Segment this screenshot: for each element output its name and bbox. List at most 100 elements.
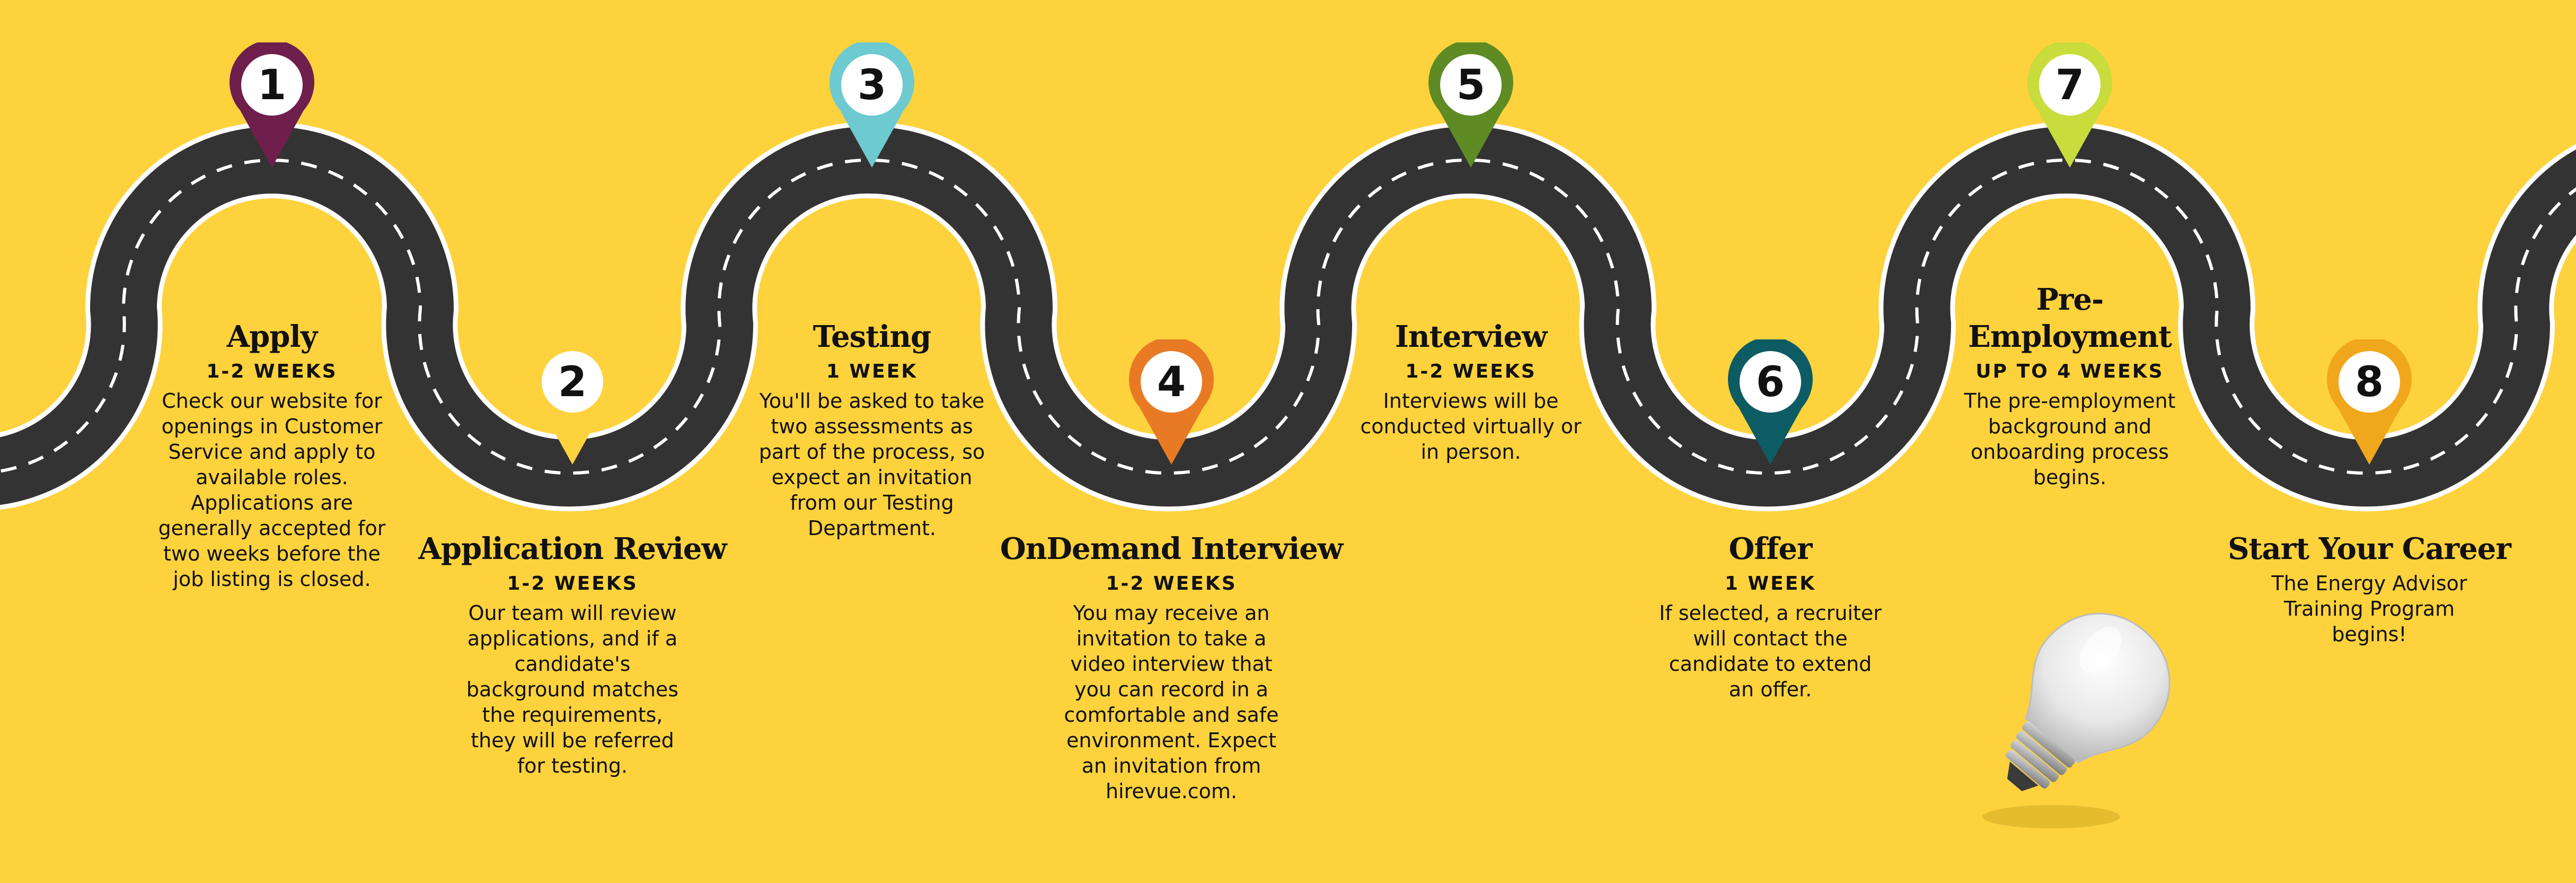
step-8-start-your-career: Start Your Career The Energy Advisor Tra… — [2216, 530, 2523, 647]
step-5-interview: Interview 1-2 WEEKS Interviews will be c… — [1333, 318, 1609, 465]
step-title-line: Offer — [1728, 531, 1812, 566]
description-line: video interview that — [1070, 652, 1273, 676]
road-center-line — [0, 158, 2576, 475]
step-1-apply: Apply 1-2 WEEKS Check our website for op… — [134, 318, 410, 592]
description-line: they will be referred — [471, 729, 674, 752]
step-title-line: Application Review — [418, 531, 727, 566]
step-4-ondemand-interview: OnDemand Interview 1-2 WEEKS You may rec… — [991, 530, 1352, 804]
step-duration: UP TO 4 WEEKS — [1975, 361, 2164, 382]
step-6-offer: Offer 1 WEEK If selected, a recruiter wi… — [1633, 530, 1908, 702]
description-line: The pre-employment — [1964, 389, 2176, 413]
description-line: Applications are — [191, 491, 353, 514]
description-line: Our team will review — [468, 601, 677, 625]
step-title-line: Apply — [226, 319, 318, 354]
description-line: invitation to take a — [1076, 627, 1267, 650]
step-description: The pre-employment background and onboar… — [1932, 388, 2208, 490]
description-line: onboarding process — [1971, 440, 2169, 464]
description-line: Training Program — [2283, 597, 2455, 620]
description-line: candidate's — [514, 652, 631, 676]
description-line: environment. Expect — [1066, 729, 1276, 752]
step-2-application-review: Application Review 1-2 WEEKS Our team wi… — [413, 530, 731, 779]
step-2-marker: 2 — [530, 339, 615, 467]
description-line: from our Testing — [790, 491, 954, 514]
step-number: 4 — [1157, 359, 1186, 406]
step-duration: 1-2 WEEKS — [1405, 361, 1537, 382]
description-line: If selected, a recruiter — [1659, 601, 1882, 625]
step-5-marker: 5 — [1428, 42, 1513, 170]
description-line: for testing. — [517, 754, 628, 777]
description-line: an offer. — [1728, 678, 1812, 701]
description-line: part of the process, so — [758, 440, 985, 464]
light-bulb-icon — [1982, 613, 2171, 828]
step-title: Testing — [734, 318, 1010, 355]
description-line: two assessments as — [771, 415, 973, 438]
description-line: The Energy Advisor — [2271, 572, 2467, 595]
step-description: Interviews will be conducted virtually o… — [1333, 388, 1609, 465]
step-7-pre-employment: Pre- Employment UP TO 4 WEEKS The pre-em… — [1932, 281, 2208, 490]
step-duration: 1-2 WEEKS — [507, 573, 638, 595]
description-line: begins. — [2033, 466, 2107, 489]
step-description: Check our website for openings in Custom… — [134, 388, 410, 592]
step-title: Interview — [1333, 318, 1609, 355]
step-title-line: Testing — [813, 319, 931, 354]
step-number: 5 — [1456, 62, 1486, 109]
step-title: Application Review — [413, 530, 731, 567]
step-number: 8 — [2354, 359, 2384, 406]
step-3-testing: Testing 1 WEEK You'll be asked to take t… — [734, 318, 1010, 541]
description-line: applications, and if a — [467, 627, 678, 650]
description-line: conducted virtually or — [1360, 415, 1582, 438]
description-line: in person. — [1421, 440, 1521, 464]
step-title-line: Interview — [1395, 319, 1548, 354]
step-title-line: Start Your Career — [2228, 531, 2511, 566]
description-line: you can record in a — [1074, 678, 1268, 701]
description-line: two weeks before the — [163, 542, 381, 565]
description-line: Interviews will be — [1383, 389, 1559, 413]
description-line: available roles. — [196, 466, 348, 489]
step-number: 7 — [2055, 62, 2085, 109]
step-number: 2 — [558, 359, 587, 406]
step-description: If selected, a recruiter will contact th… — [1633, 600, 1908, 702]
description-line: Service and apply to — [168, 440, 376, 464]
description-line: expect an invitation — [771, 466, 973, 489]
step-title-line: OnDemand Interview — [1000, 531, 1343, 566]
description-line: background and — [1988, 415, 2152, 438]
step-title-line: Pre- — [2036, 282, 2104, 317]
description-line: the requirements, — [482, 703, 663, 727]
step-description: Our team will review applications, and i… — [413, 600, 731, 779]
step-3-marker: 3 — [830, 42, 914, 170]
step-duration: 1-2 WEEKS — [206, 361, 338, 382]
description-line: comfortable and safe — [1064, 703, 1279, 727]
step-title: Start Your Career — [2216, 530, 2523, 567]
description-line: will contact the — [1693, 627, 1848, 650]
description-line: generally accepted for — [158, 517, 386, 540]
description-line: job listing is closed. — [173, 567, 371, 591]
step-title: Offer — [1633, 530, 1908, 567]
step-8-marker: 8 — [2327, 339, 2412, 467]
step-description: The Energy Advisor Training Program begi… — [2216, 571, 2523, 647]
step-number: 3 — [857, 62, 887, 109]
description-line: candidate to extend — [1669, 652, 1872, 676]
step-title: OnDemand Interview — [991, 530, 1352, 567]
step-title: Pre- Employment — [1932, 281, 2208, 355]
description-line: background matches — [466, 678, 679, 701]
step-number: 1 — [257, 62, 287, 109]
step-7-marker: 7 — [2027, 42, 2112, 170]
step-duration: 1 WEEK — [1724, 573, 1816, 595]
step-description: You'll be asked to take two assessments … — [734, 388, 1010, 541]
step-number: 6 — [1755, 359, 1785, 406]
step-title: Apply — [134, 318, 410, 355]
description-line: an invitation from — [1081, 754, 1261, 777]
description-line: You'll be asked to take — [759, 389, 985, 413]
description-line: openings in Customer — [161, 415, 383, 438]
description-line: Check our website for — [162, 389, 382, 413]
description-line: Department. — [807, 517, 937, 540]
step-duration: 1-2 WEEKS — [1106, 573, 1237, 595]
step-duration: 1 WEEK — [826, 361, 918, 382]
step-description: You may receive an invitation to take a … — [991, 600, 1352, 804]
description-line: You may receive an — [1073, 601, 1270, 625]
step-4-marker: 4 — [1129, 339, 1214, 467]
step-6-marker: 6 — [1728, 339, 1813, 467]
step-1-marker: 1 — [230, 42, 314, 170]
